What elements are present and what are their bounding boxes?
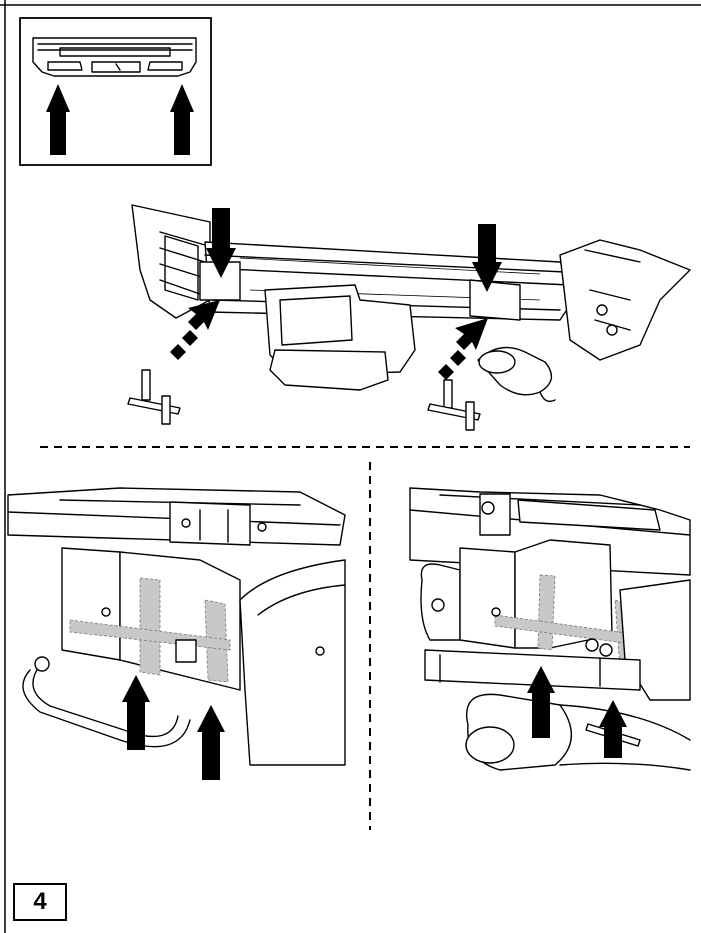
arrow-down-icon (472, 224, 502, 292)
arrow-up-icon (197, 705, 225, 780)
pin-part (427, 379, 481, 431)
step-number-label: 4 (33, 888, 47, 915)
arrow-up-icon (599, 700, 627, 758)
step-number-badge: 4 (13, 883, 67, 921)
pin-part (127, 369, 181, 425)
overview-inset (19, 17, 212, 166)
arrow-up-icon (46, 84, 70, 155)
detail-view-right (409, 487, 691, 771)
bumper-overview (32, 37, 197, 77)
arrow-up-icon (122, 675, 150, 750)
main-assembly-view (127, 204, 691, 431)
arrow-up-icon (527, 666, 555, 738)
arrow-down-icon (206, 208, 236, 278)
detail-view-left (7, 487, 346, 780)
arrow-up-icon (170, 84, 194, 155)
arrow-diagonal-icon (170, 300, 220, 360)
arrow-diagonal-icon (438, 318, 488, 380)
